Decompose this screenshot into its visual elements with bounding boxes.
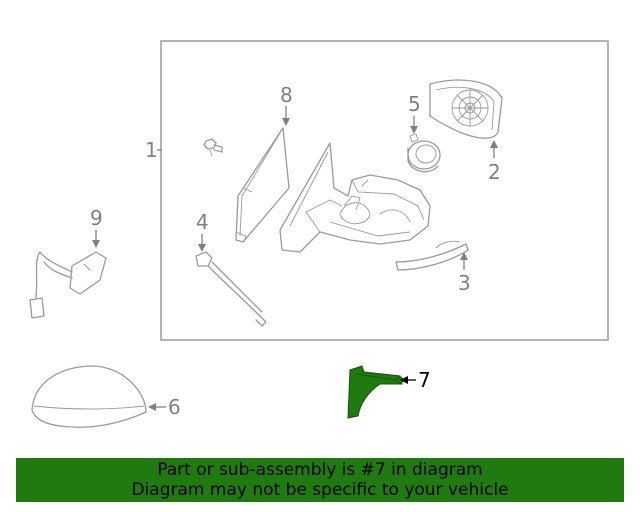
callout-3[interactable]: 3 (458, 252, 471, 295)
callout-4-label: 4 (196, 210, 209, 234)
part-2-mirror-plate[interactable] (429, 79, 503, 139)
callout-8-label: 8 (280, 83, 293, 107)
screw (203, 138, 223, 157)
callout-8[interactable]: 8 (280, 83, 293, 126)
part-4-cable[interactable] (195, 251, 267, 327)
callout-2[interactable]: 2 (488, 140, 501, 184)
callout-6[interactable]: 6 (148, 395, 181, 419)
callout-7-label: 7 (418, 368, 431, 392)
callout-4[interactable]: 4 (196, 210, 209, 252)
banner-line-2: Diagram may not be specific to your vehi… (131, 480, 509, 500)
part-5-motor[interactable] (407, 133, 441, 173)
callout-3-label: 3 (458, 271, 471, 295)
part-3-turn-signal[interactable] (395, 240, 469, 271)
callout-1-label: 1 (145, 138, 158, 162)
callout-1[interactable]: 1 (145, 138, 162, 162)
mirror-housing (279, 142, 431, 253)
info-banner: Part or sub-assembly is #7 in diagram Di… (16, 458, 624, 502)
callout-9-label: 9 (90, 206, 103, 230)
part-6-mirror-cap[interactable] (31, 365, 147, 428)
callout-2-label: 2 (488, 160, 501, 184)
callout-5[interactable]: 5 (408, 92, 421, 134)
part-8-mirror-glass[interactable] (235, 127, 290, 243)
part-7-bracket-highlighted[interactable] (347, 365, 404, 419)
banner-line-1: Part or sub-assembly is #7 in diagram (157, 460, 483, 480)
assembly-frame (160, 40, 609, 341)
callout-7[interactable]: 7 (400, 368, 431, 392)
part-9-harness[interactable] (29, 251, 107, 319)
callout-5-label: 5 (408, 92, 421, 116)
callout-9[interactable]: 9 (90, 206, 103, 248)
callout-6-label: 6 (168, 395, 181, 419)
